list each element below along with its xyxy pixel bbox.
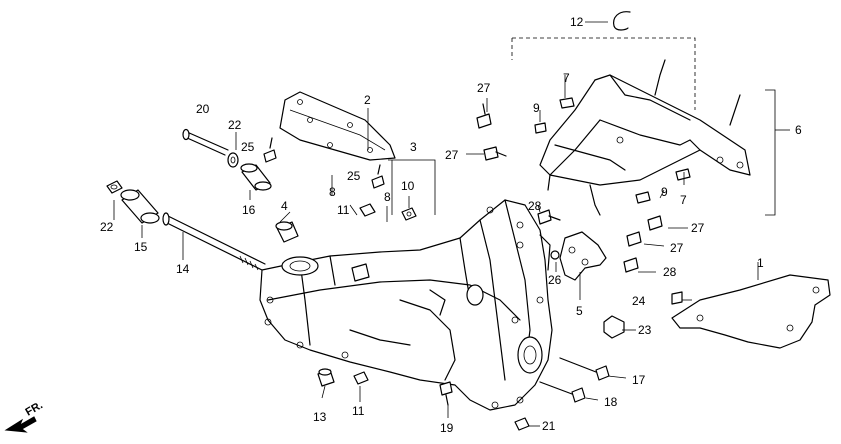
callout-27-mid: 27: [445, 148, 459, 162]
bolt-27-mid: [483, 146, 507, 161]
callout-10: 10: [401, 179, 415, 193]
hook-12: [613, 11, 631, 31]
callout-25-upper: 25: [241, 140, 255, 154]
callout-2: 2: [364, 93, 371, 107]
callout-24: 24: [632, 294, 646, 308]
bolt-18: [539, 381, 586, 403]
bolt-27-right: [647, 215, 663, 231]
callout-23: 23: [638, 323, 652, 337]
callout-27-upper: 27: [477, 81, 491, 95]
callout-27-lower: 27: [670, 241, 684, 255]
bolt-25-lower: [371, 164, 385, 189]
leader-lines: [113, 21, 790, 427]
bolt-27-upper: [476, 103, 492, 129]
callout-7-upper: 7: [563, 71, 570, 85]
callout-8-center: 8: [384, 190, 391, 204]
callout-18: 18: [604, 395, 618, 409]
callout-15: 15: [134, 240, 148, 254]
bolt-26: [550, 250, 560, 260]
callout-labels: 1 2 3 4 5 6 7 7 8 8 9 9 10 11 11 12 13 1…: [100, 15, 802, 435]
callout-11-lower: 11: [352, 404, 365, 418]
callout-21: 21: [542, 419, 556, 433]
callout-9-lower: 9: [661, 185, 668, 199]
bolt-27-lower: [626, 231, 642, 247]
cap-13: [317, 368, 335, 387]
callout-3: 3: [410, 140, 417, 154]
nut-11-upper: [359, 203, 376, 217]
plate-1: [671, 274, 831, 349]
callout-22-top: 22: [228, 118, 242, 132]
callout-9-upper: 9: [533, 101, 540, 115]
callout-27-right: 27: [691, 221, 705, 235]
callout-28-lower: 28: [663, 265, 677, 279]
bolt-28-upper: [537, 209, 561, 225]
long-bolt-14: [162, 212, 266, 271]
front-direction-label: FR.: [24, 399, 45, 418]
cap-4: [275, 221, 299, 243]
main-frame: [259, 199, 553, 411]
clip-8-lower: [351, 263, 370, 282]
callout-17: 17: [632, 373, 646, 387]
washer-22-top: [227, 152, 239, 168]
nut-10: [401, 207, 417, 221]
callout-1: 1: [757, 256, 764, 270]
bolt-20: [182, 128, 229, 156]
callout-13: 13: [313, 410, 327, 424]
callout-19: 19: [440, 421, 454, 435]
callout-20: 20: [196, 102, 210, 116]
callout-14: 14: [176, 262, 190, 276]
callout-5: 5: [576, 304, 583, 318]
callout-4: 4: [281, 199, 288, 213]
bracket-5: [559, 231, 607, 281]
callout-26: 26: [548, 273, 562, 287]
bolt-25-upper: [263, 137, 277, 163]
callout-22-left: 22: [100, 220, 114, 234]
washer-22-left: [106, 180, 123, 194]
nut-11-lower: [353, 371, 369, 385]
callout-7-lower: 7: [680, 193, 687, 207]
collar-16: [240, 163, 272, 191]
front-direction-arrow: FR.: [4, 399, 45, 433]
collar-15: [120, 189, 160, 224]
callout-25-lower: 25: [347, 169, 361, 183]
callout-8-left: 8: [329, 185, 336, 199]
bracket-2: [279, 91, 396, 161]
bolt-19: [439, 381, 453, 406]
bolt-24: [671, 291, 683, 305]
callout-6: 6: [795, 123, 802, 137]
rear-subframe-6: [534, 59, 751, 216]
clamp-23: [603, 315, 625, 339]
callout-12: 12: [570, 15, 584, 29]
callout-16: 16: [242, 203, 256, 217]
bolt-17: [559, 357, 610, 381]
callout-11-upper: 11: [337, 203, 350, 217]
bolt-28-lower: [623, 257, 639, 273]
nut-21: [514, 417, 530, 431]
callout-28-upper: 28: [528, 199, 542, 213]
